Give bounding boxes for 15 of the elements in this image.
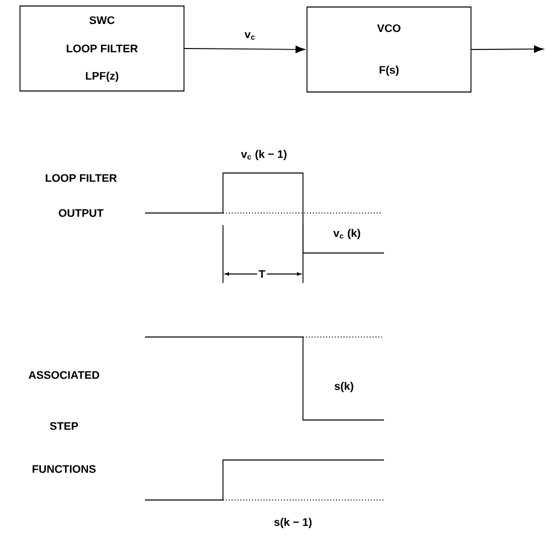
label: FUNCTIONS [32, 465, 96, 473]
label: OUTPUT [58, 209, 104, 217]
edge-label: v$_{c}$ [244, 32, 255, 40]
label: s(k) [334, 382, 354, 392]
label: s(k − 1) [274, 518, 312, 528]
label: v$_{c}$ (k) [333, 228, 360, 240]
block-box: SWC LOOP FILTER LPF(z) [20, 6, 184, 92]
arrow [184, 46, 306, 54]
label: T [257, 268, 267, 280]
arrow [471, 45, 544, 53]
label: LOOP FILTER [46, 174, 117, 182]
label: ASSOCIATED [28, 371, 100, 379]
label: v$_{c}$ (k − 1) [241, 150, 286, 160]
block-box: VCO F(s) [306, 6, 472, 92]
label: STEP [50, 422, 78, 430]
